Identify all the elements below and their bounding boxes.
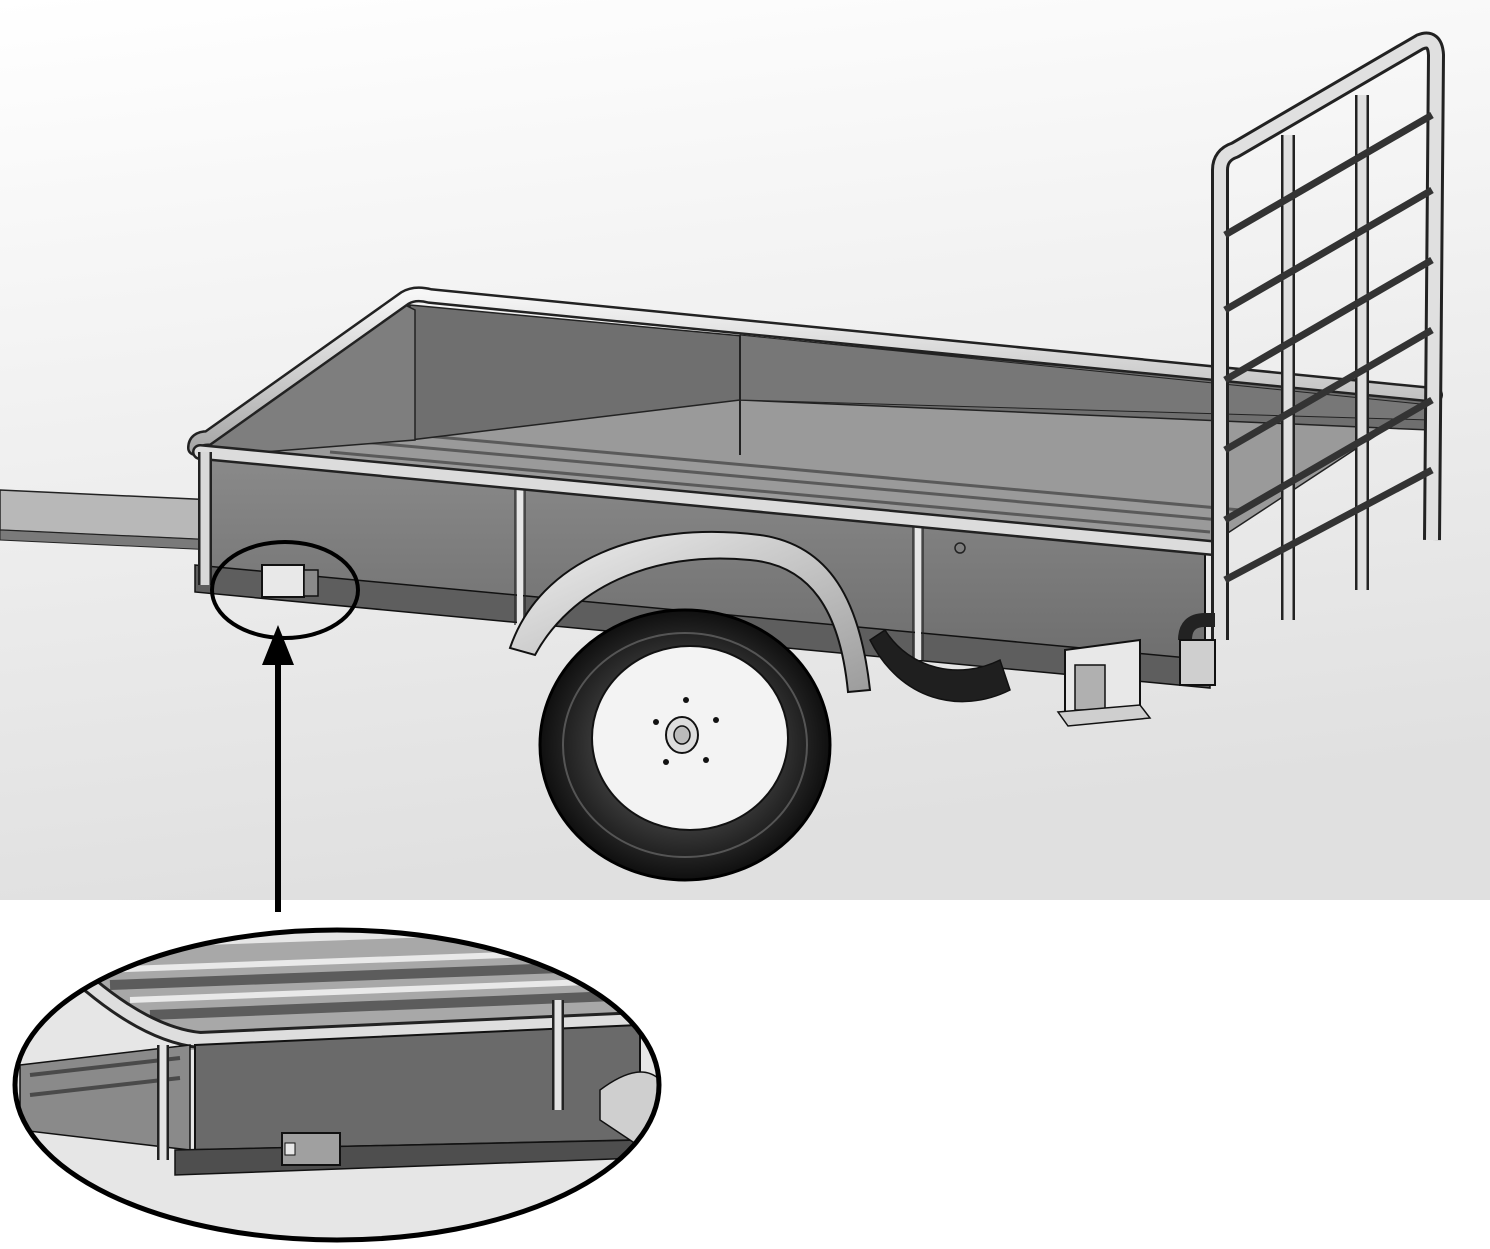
callout-arrow [262, 625, 294, 912]
trailer-wheel [538, 608, 832, 882]
detail-magnifier [12, 927, 662, 1243]
trailer-fender [508, 531, 872, 694]
trailer-tailgate [1178, 31, 1445, 686]
trailer-top-rail [187, 286, 1443, 585]
jack-stand [1056, 638, 1152, 727]
callout-circle [210, 540, 360, 640]
marker-light [261, 564, 319, 598]
far-tire [869, 628, 1011, 703]
trailer-tongue [0, 489, 216, 551]
